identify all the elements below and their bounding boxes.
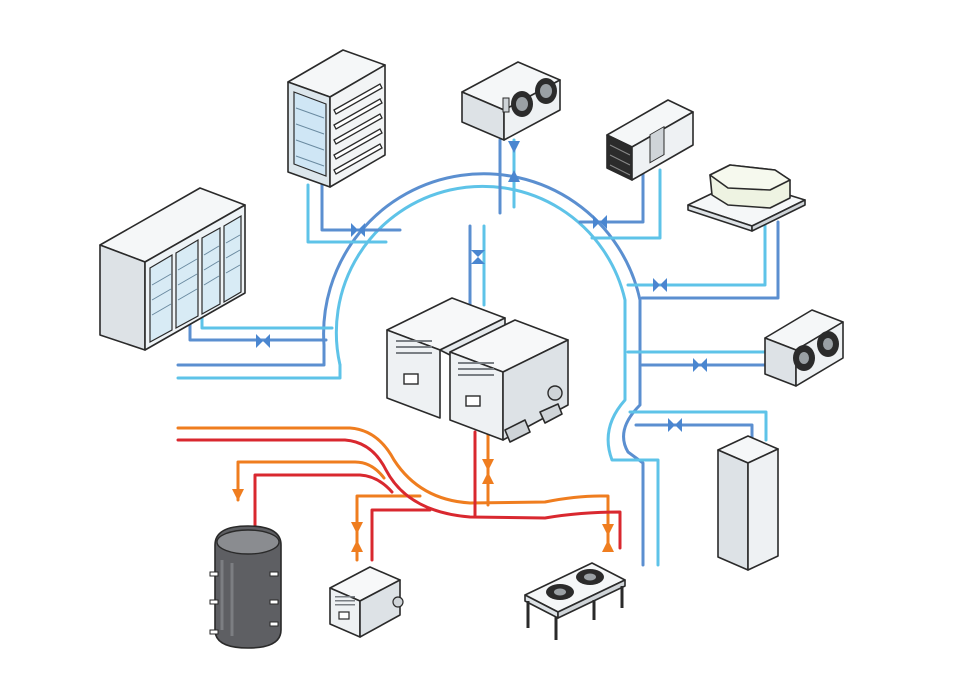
fan-icon: [546, 584, 574, 600]
liquid-feed-left: [176, 363, 342, 380]
liquid-branch-cassette: [626, 220, 767, 287]
open-display-case-icon: [287, 49, 386, 188]
heat-water-branch-pump: [355, 494, 422, 562]
buffer-tank-icon: [209, 525, 282, 649]
heat-water-branch-tank: [236, 460, 386, 502]
heat-pump-icon: [329, 566, 404, 638]
suction-ring: [322, 172, 645, 567]
flow-arrow-icon: [351, 522, 363, 534]
gas-cooler-icon: [524, 562, 626, 640]
valve-icon: [471, 250, 485, 264]
fan-icon: [511, 91, 533, 117]
valve-icon: [653, 278, 667, 292]
unit-cooler-icon: [461, 61, 561, 141]
valve-icon: [668, 418, 682, 432]
flow-arrow-icon: [508, 170, 520, 182]
cold-pipes: [176, 138, 780, 567]
cassette-icon: [687, 164, 806, 232]
valve-icon: [593, 215, 607, 229]
wall-cooler-icon: [764, 309, 844, 387]
suction-branch-cabinet: [634, 423, 754, 442]
flow-arrow-icon: [232, 489, 244, 501]
suction-branch-display: [320, 183, 402, 232]
pipe-network: [176, 138, 780, 567]
liquid-branch-ceiling: [590, 168, 662, 240]
fan-icon: [535, 78, 557, 104]
valve-icon: [693, 358, 707, 372]
fan-icon: [576, 569, 604, 585]
compressor-rack-icon: [386, 297, 569, 443]
valve-group: [256, 215, 707, 432]
flow-arrow-icon: [602, 524, 614, 536]
suction-branch-freezer: [188, 318, 328, 342]
flow-arrow-icon: [351, 540, 363, 552]
flow-arrow-icon: [508, 141, 520, 153]
suction-feed-left: [176, 343, 326, 367]
valve-icon: [351, 223, 365, 237]
flow-arrow-icon: [482, 472, 494, 484]
flow-arrow-group: [232, 141, 614, 552]
hot-gas-main-pipe: [176, 438, 622, 550]
glass-door-freezer-icon: [99, 187, 246, 351]
heat-water-supply-pipe: [176, 426, 610, 550]
hot-gas-branch-tank: [253, 473, 394, 532]
cabinet-icon: [717, 435, 779, 571]
flow-arrow-icon: [482, 459, 494, 471]
liquid-branch-freezer: [200, 316, 334, 330]
liquid-branch-display: [306, 183, 388, 244]
liquid-ring: [334, 184, 660, 567]
valve-icon: [256, 334, 270, 348]
hot-gas-branch-pump: [370, 508, 432, 562]
liquid-branch-cabinet: [628, 410, 768, 442]
ceiling-cooler-icon: [606, 99, 694, 181]
heat-recovery-pipes: [176, 426, 622, 562]
flow-arrow-icon: [602, 540, 614, 552]
fan-icon: [817, 331, 839, 357]
fan-icon: [793, 345, 815, 371]
suction-branch-cassette: [640, 220, 780, 300]
